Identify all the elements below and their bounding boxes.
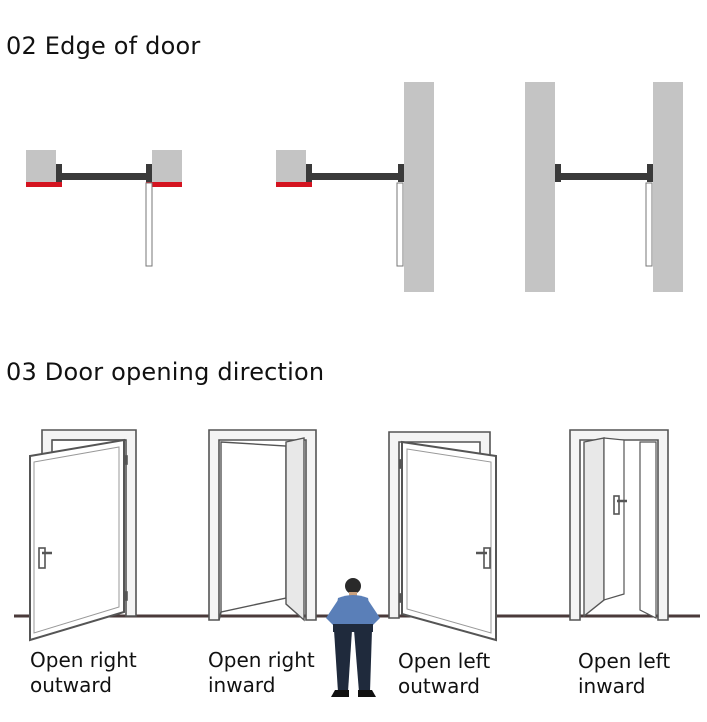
section-title-edge-of-door: 02 Edge of door bbox=[6, 32, 201, 60]
edge-of-door-diagrams bbox=[26, 82, 683, 292]
door-open-left-inward bbox=[569, 429, 669, 621]
door-opening-diagrams bbox=[14, 429, 700, 697]
caption-open-left-inward: Open left inward bbox=[578, 649, 670, 699]
door-open-right-inward bbox=[208, 429, 317, 622]
person-figure bbox=[326, 578, 380, 697]
door-open-right-outward bbox=[29, 429, 137, 642]
door-open-left-outward bbox=[388, 431, 497, 642]
edge-diagram-two-tall-walls bbox=[525, 82, 683, 292]
caption-line2: inward bbox=[578, 674, 646, 698]
caption-open-left-outward: Open left outward bbox=[398, 649, 490, 699]
caption-line1: Open right bbox=[208, 648, 315, 672]
edge-diagram-both-short-walls bbox=[26, 150, 182, 267]
caption-line1: Open left bbox=[398, 649, 491, 673]
section-title-door-opening-direction: 03 Door opening direction bbox=[6, 358, 325, 386]
caption-line2: outward bbox=[30, 673, 112, 697]
caption-line1: Open left bbox=[578, 649, 671, 673]
caption-line1: Open right bbox=[30, 648, 137, 672]
caption-open-right-inward: Open right inward bbox=[208, 648, 315, 698]
caption-line2: inward bbox=[208, 673, 276, 697]
caption-open-right-outward: Open right outward bbox=[30, 648, 137, 698]
caption-line2: outward bbox=[398, 674, 480, 698]
edge-diagram-short-and-tall-wall bbox=[276, 82, 434, 292]
